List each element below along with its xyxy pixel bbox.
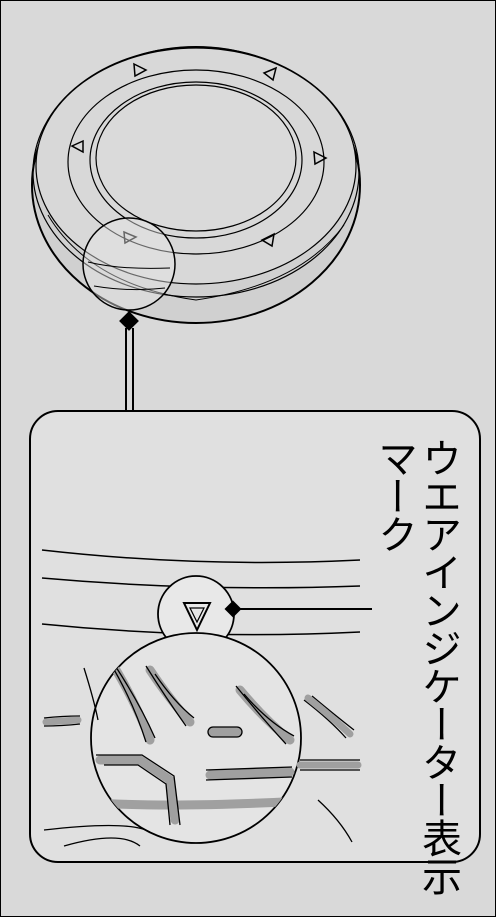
label-line-1: ウエアインジケーター [415,438,461,818]
tire-overview [32,47,360,412]
wear-indicator-label: ウエアインジケーター表示マーク [372,438,460,919]
tread-magnifier-circle [91,633,301,843]
